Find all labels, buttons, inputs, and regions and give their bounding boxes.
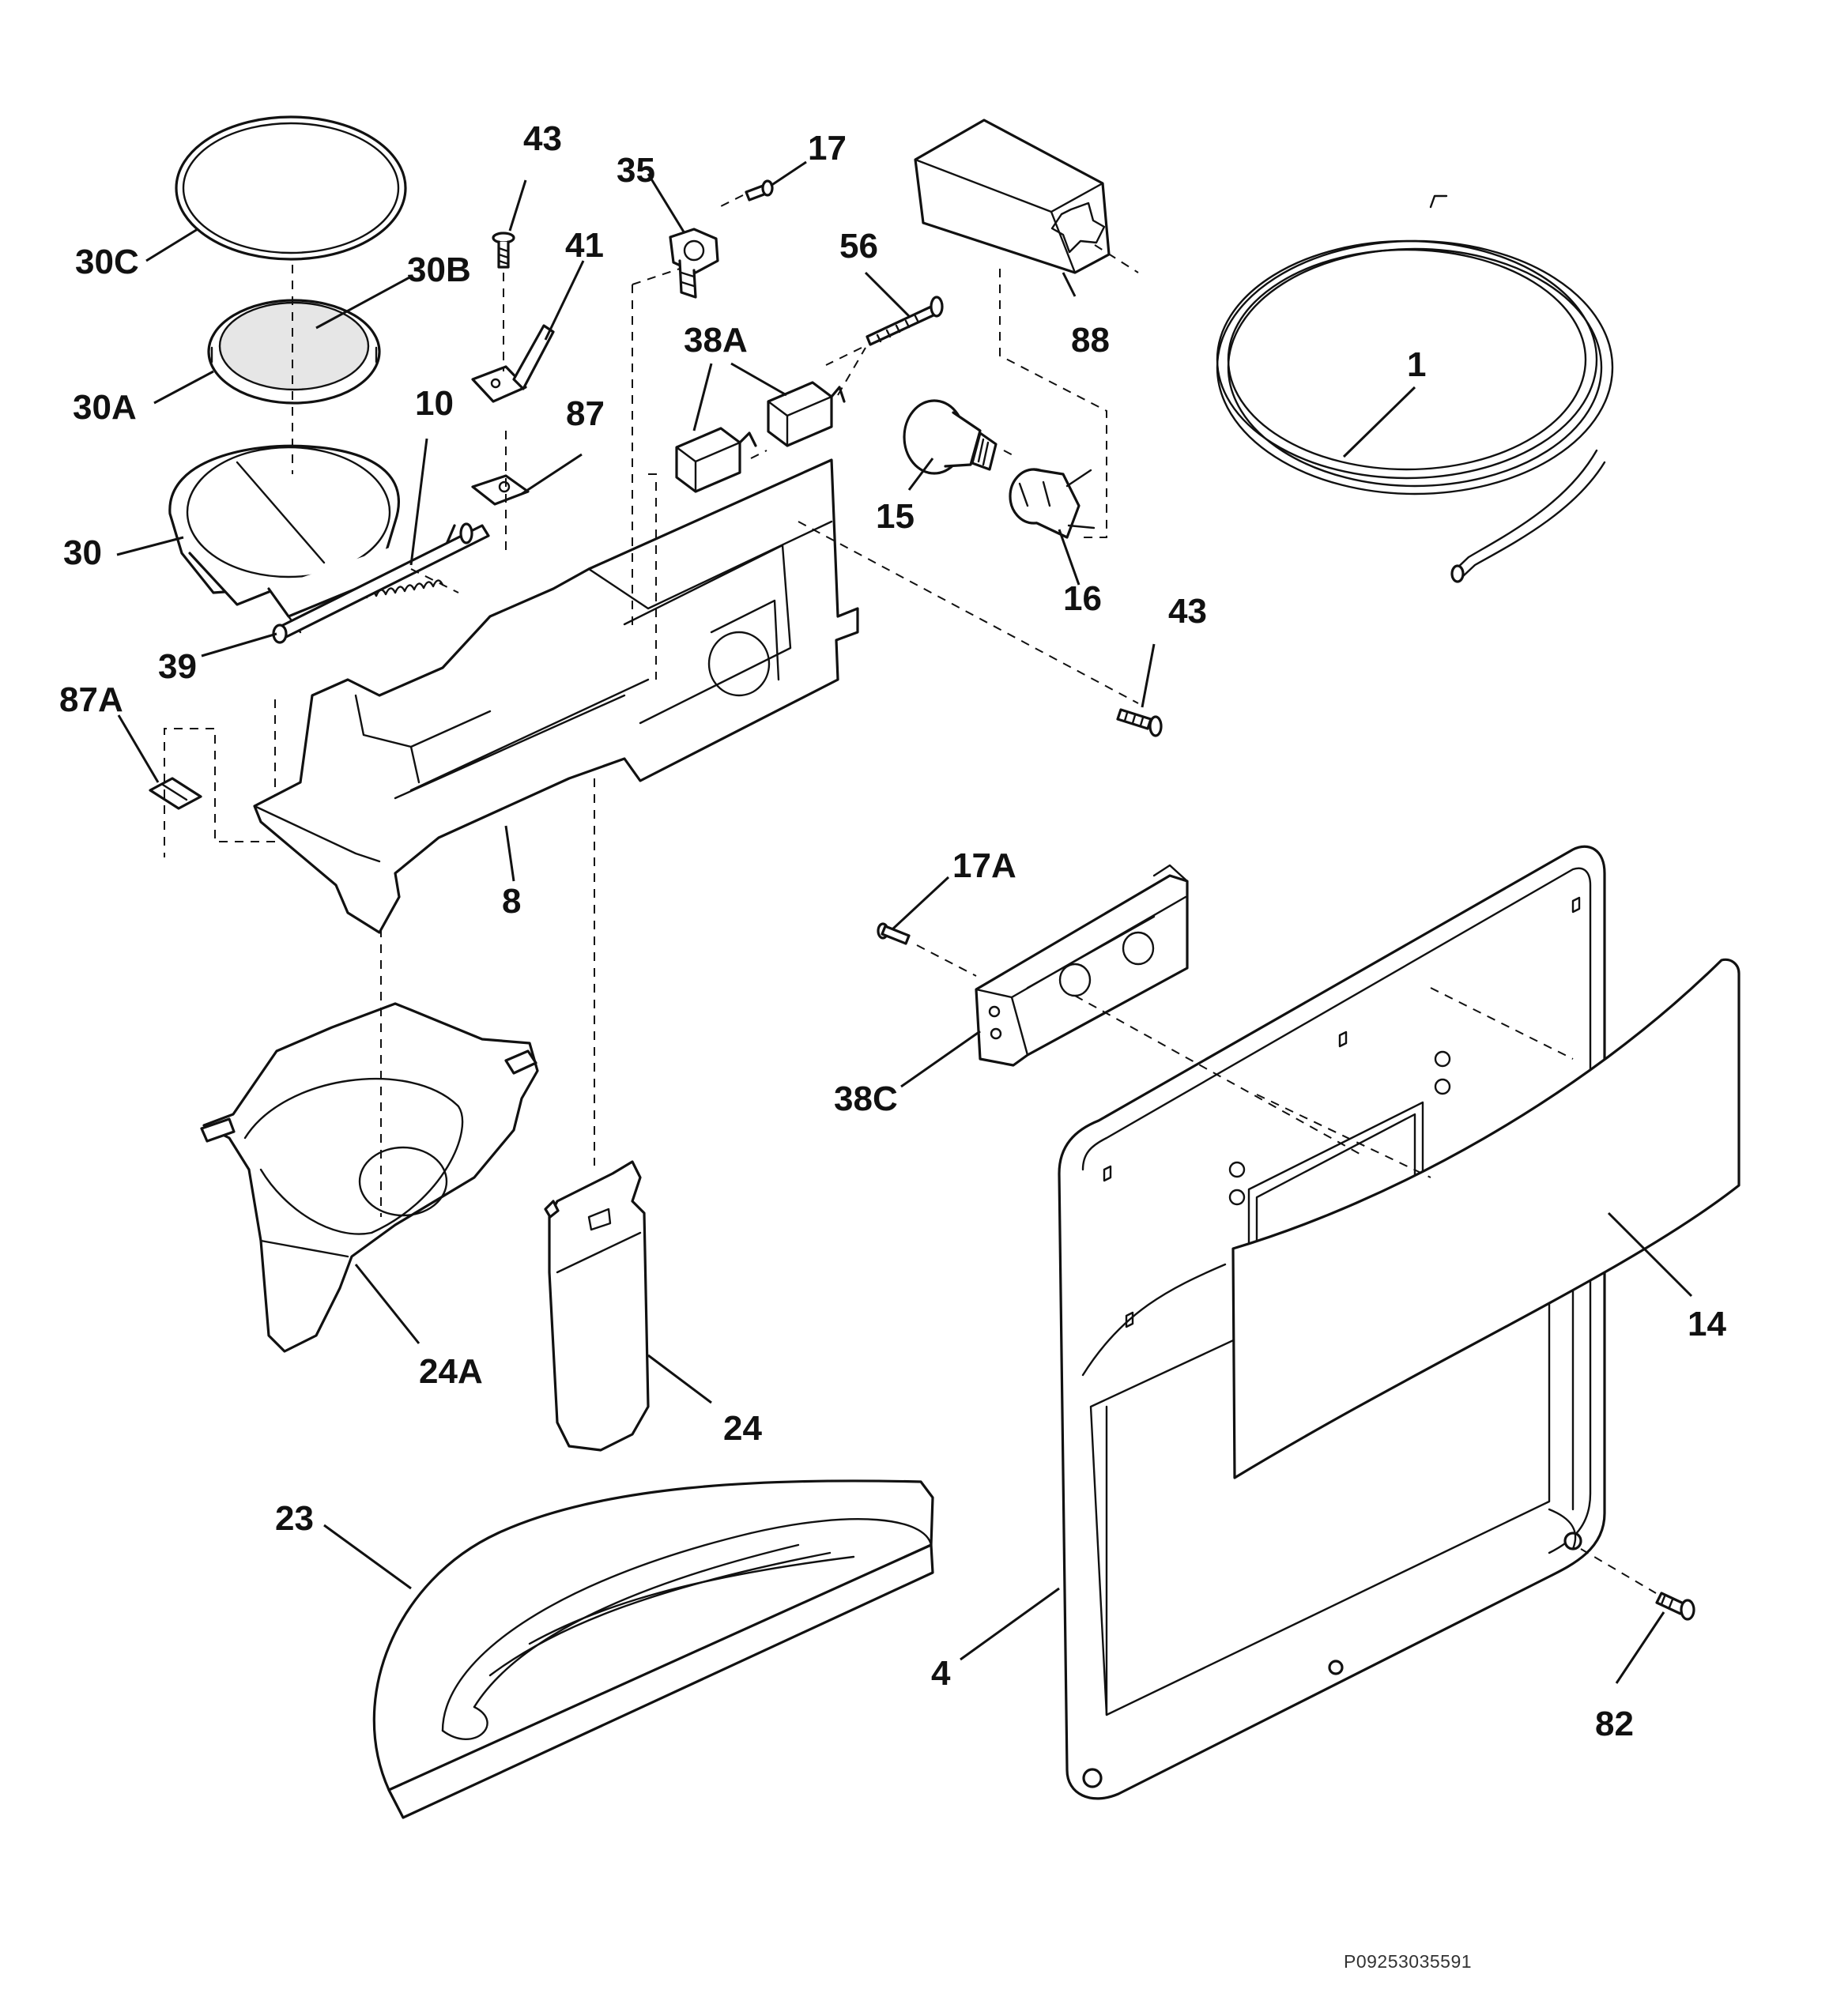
part-82-screw[interactable] [1655, 1592, 1695, 1621]
label-1: 1 [1407, 345, 1426, 384]
part-8-dispenser-housing[interactable] [253, 458, 859, 934]
leader-lines [116, 160, 1693, 1684]
label-87a: 87A [59, 680, 123, 719]
label-24: 24 [723, 1409, 762, 1448]
part-35-actuator[interactable] [669, 228, 719, 299]
label-41: 41 [565, 226, 604, 265]
leader-dash-38c [1074, 995, 1360, 1155]
label-38a: 38A [684, 321, 748, 360]
label-8: 8 [502, 882, 521, 921]
part-43-screw-top[interactable] [492, 232, 515, 269]
part-38a-microswitch-left[interactable] [675, 427, 757, 493]
part-14-cover-panel[interactable] [1231, 958, 1741, 1479]
label-30b: 30B [407, 251, 471, 289]
label-16: 16 [1063, 579, 1102, 618]
part-24a-ice-chute[interactable] [200, 1002, 539, 1353]
leader-dash-82 [1580, 1548, 1657, 1594]
part-23-drip-tray[interactable] [372, 1479, 934, 1819]
label-39: 39 [158, 647, 197, 686]
part-30-housing-ring[interactable] [168, 444, 456, 634]
part-17-screw[interactable] [745, 179, 774, 202]
part-15-bulb[interactable] [903, 399, 998, 475]
leader-dash-8-sw [648, 473, 657, 680]
label-35: 35 [617, 151, 655, 190]
label-30: 30 [63, 533, 102, 572]
part-1-water-tube[interactable] [1216, 194, 1614, 583]
label-17a: 17A [952, 846, 1016, 885]
leader-dash-15 [1003, 450, 1016, 458]
leader-dash-bulb [1094, 244, 1139, 273]
part-87a-pad[interactable] [149, 777, 202, 810]
part-38c-switch-bracket[interactable] [975, 864, 1189, 1067]
label-23: 23 [275, 1499, 314, 1538]
label-88: 88 [1071, 321, 1110, 360]
label-15: 15 [876, 497, 915, 536]
label-14: 14 [1688, 1305, 1726, 1343]
part-41-bracket[interactable] [471, 324, 555, 403]
part-88-module[interactable] [914, 119, 1111, 274]
label-24a: 24A [419, 1352, 483, 1391]
label-17: 17 [808, 129, 847, 168]
part-43-screw-right[interactable] [1116, 708, 1163, 737]
part-56-screw[interactable] [866, 296, 944, 346]
part-17a-screw[interactable] [877, 922, 911, 945]
label-43-right: 43 [1168, 592, 1207, 631]
label-43-top: 43 [523, 119, 562, 158]
leader-dash-88 [999, 269, 1107, 538]
leader-dash-38a [750, 347, 866, 459]
label-10: 10 [415, 384, 454, 423]
part-30b-lens[interactable] [207, 299, 381, 405]
leader-dash-14 [1256, 987, 1574, 1178]
leader-dash-35 [718, 194, 744, 208]
leader-dash-spring [410, 568, 459, 593]
label-30a: 30A [73, 388, 137, 427]
part-39-pin[interactable] [272, 522, 490, 644]
part-24-flapper[interactable] [544, 1160, 650, 1452]
leader-dash-8-mid [632, 268, 681, 632]
label-87: 87 [566, 394, 605, 433]
label-4: 4 [931, 1654, 951, 1693]
leader-dash-17a [916, 944, 977, 977]
label-82: 82 [1595, 1705, 1634, 1743]
label-56: 56 [839, 227, 878, 266]
leader-dash-56 [825, 347, 862, 366]
diagram-code: P09253035591 [1344, 1951, 1472, 1972]
callout-labels: 43 35 17 30C 30B 41 56 88 38A 1 30A 10 8… [59, 119, 1726, 1743]
part-87-pad[interactable] [471, 474, 530, 506]
label-38c: 38C [834, 1079, 898, 1118]
label-30c: 30C [75, 243, 139, 281]
part-30c-gasket[interactable] [175, 115, 407, 261]
leader-dash-43b [798, 521, 1139, 704]
leader-dash-87a [164, 699, 276, 857]
part-16-socket[interactable] [1009, 468, 1096, 539]
